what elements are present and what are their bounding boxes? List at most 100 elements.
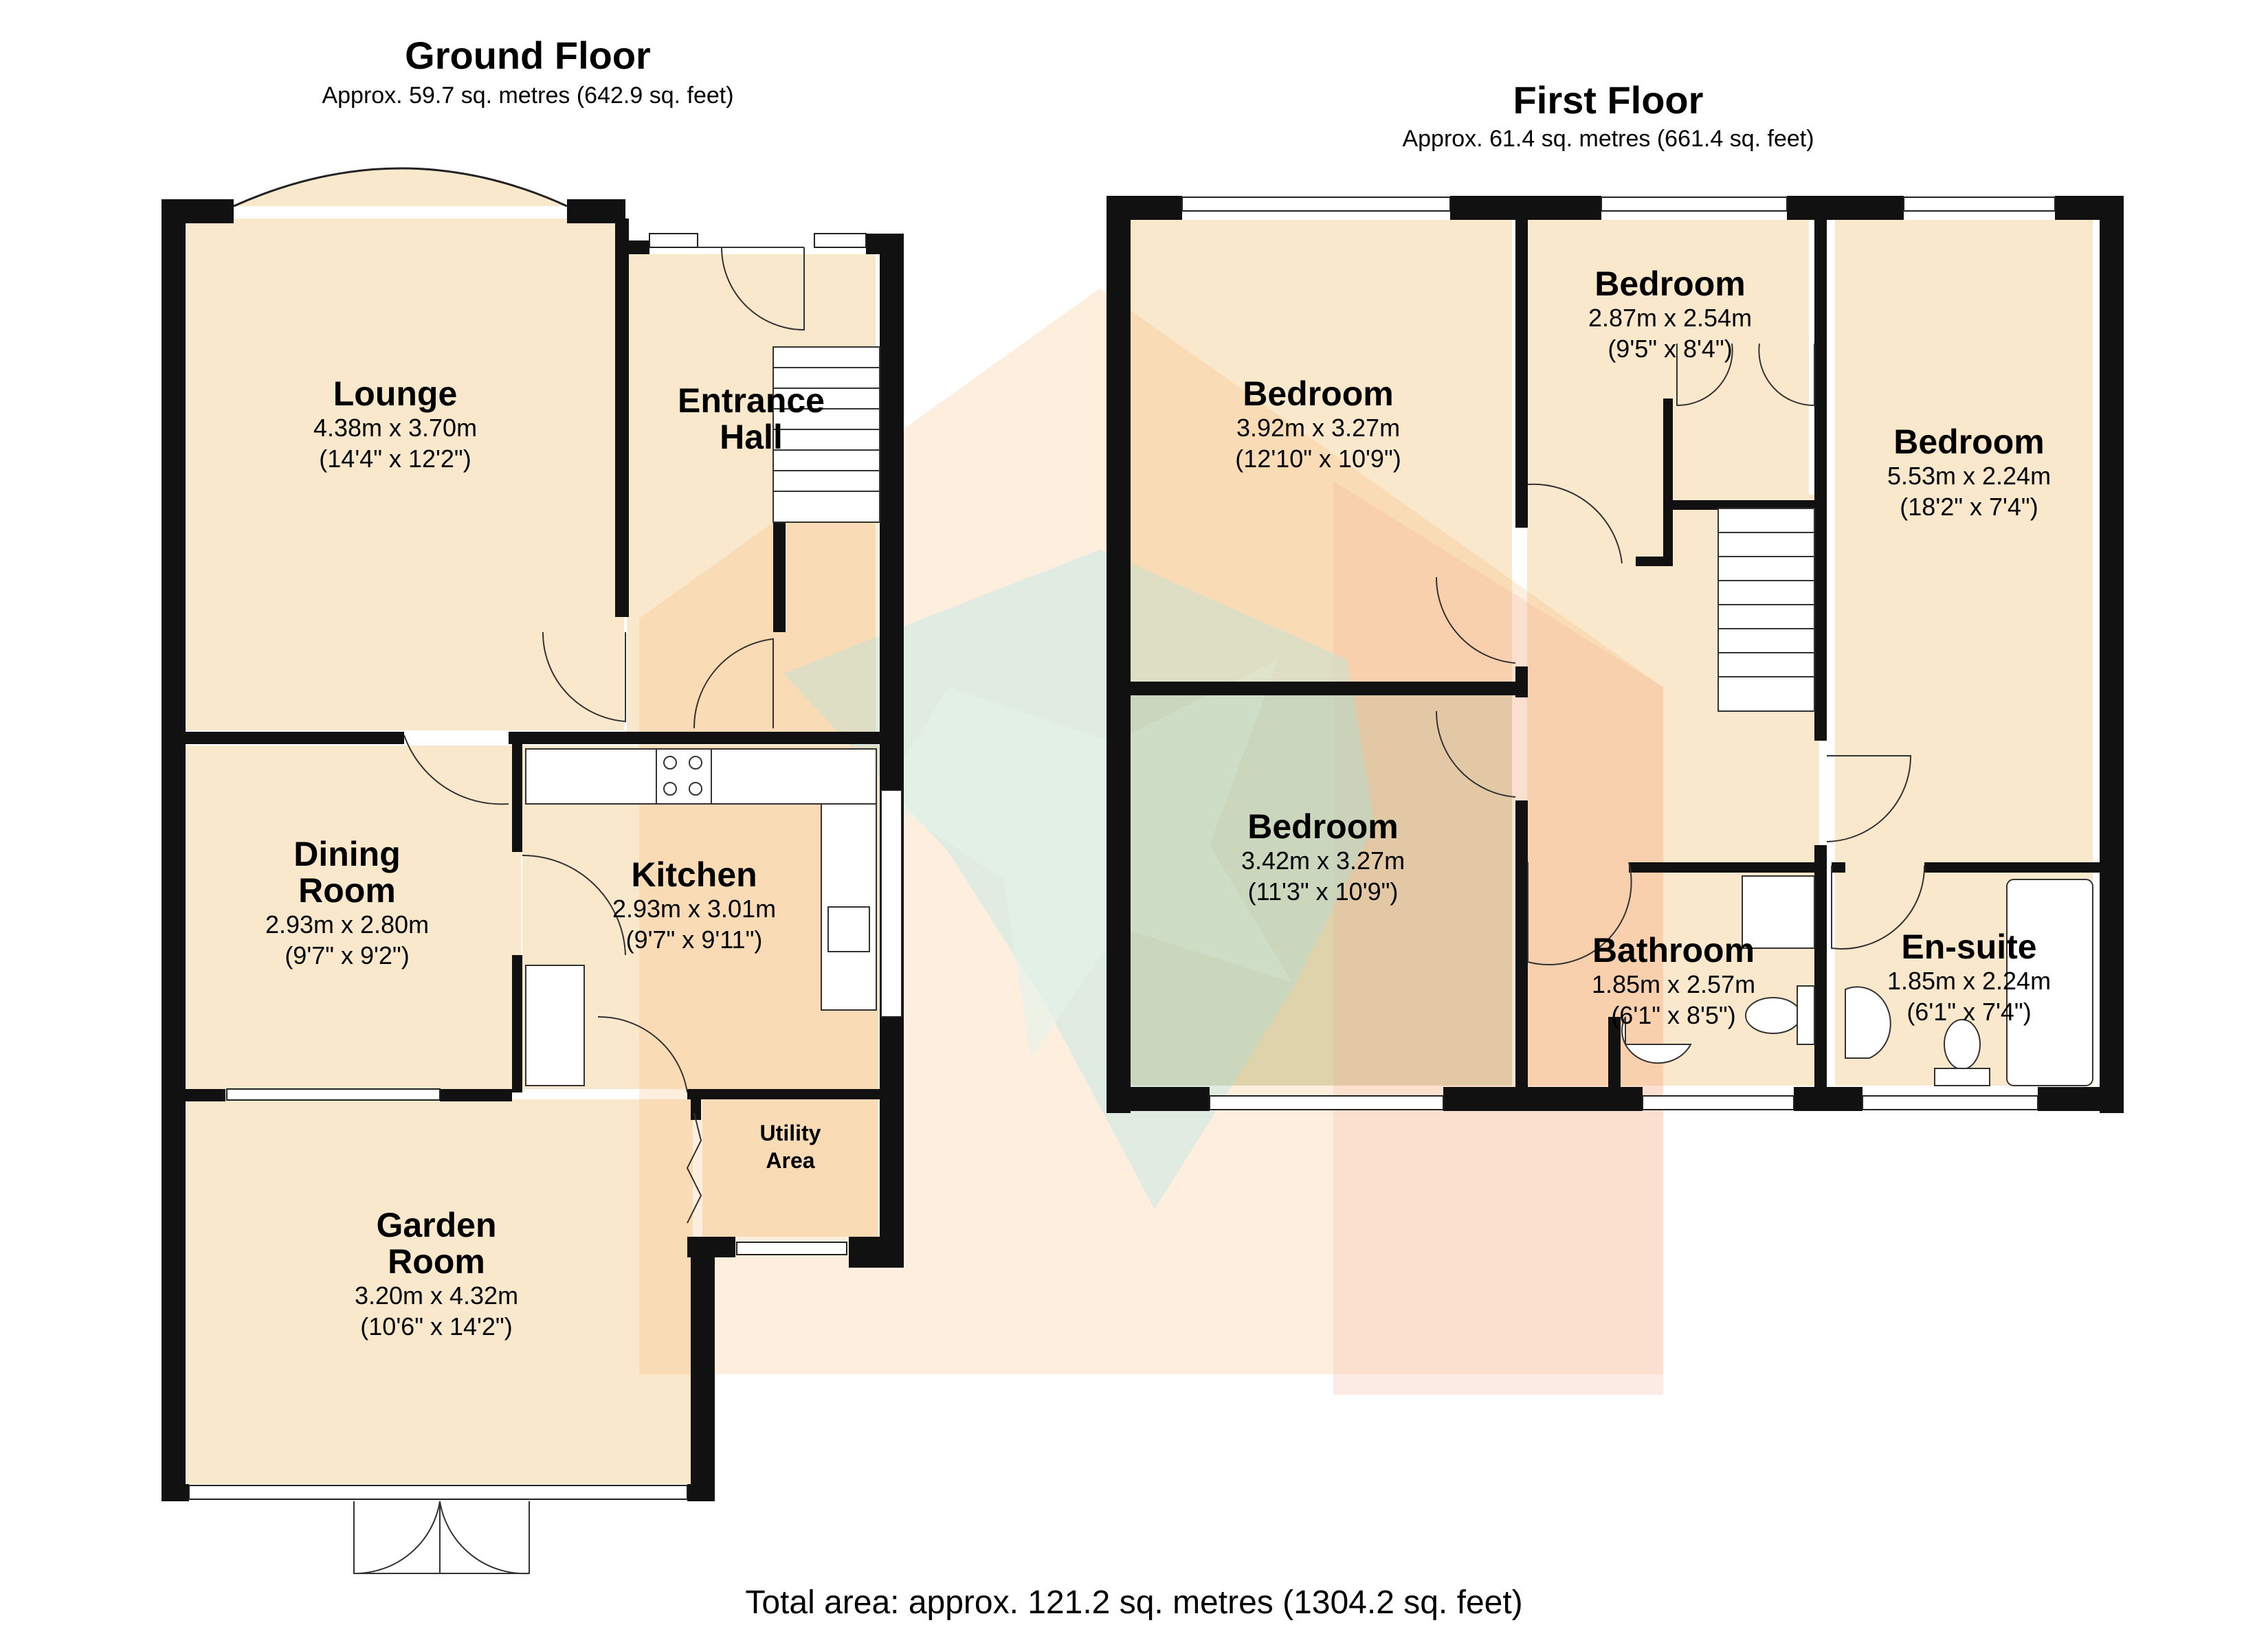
bathroom-size-ft: (6'1" x 8'5"): [1611, 1001, 1735, 1029]
wall: [162, 199, 186, 1501]
bedroom-rear-left-fill: [1127, 694, 1512, 1086]
wall: [440, 1089, 512, 1101]
lounge-size-ft: (14'4" x 12'2"): [319, 445, 471, 473]
ensuite-size-ft: (6'1" x 7'4"): [1906, 998, 2031, 1026]
door: [597, 1016, 688, 1093]
wall: [880, 234, 904, 1268]
ground-floor-doors: [353, 247, 880, 1575]
wall: [1814, 218, 1827, 741]
wall: [625, 240, 649, 254]
bedroom-rear-left-size-m: 3.42m x 3.27m: [1241, 846, 1405, 875]
wall: [1127, 682, 1519, 695]
window: [1209, 1095, 1444, 1110]
first-floor-title: First Floor: [1513, 78, 1704, 122]
entrance-hall-name-2: Hall: [720, 418, 783, 456]
door: [403, 734, 509, 805]
dining-size-m: 2.93m x 2.80m: [265, 910, 429, 939]
wall: [1450, 196, 1601, 220]
ground-stairs: [772, 346, 880, 523]
wall: [162, 1484, 189, 1501]
ensuite-name: En-suite: [1901, 928, 2036, 966]
ensuite-size-m: 1.85m x 2.24m: [1887, 967, 2051, 995]
watermark-teal-shape: [783, 550, 1375, 1209]
entrance-hall-name-1: Entrance: [678, 381, 825, 420]
wall: [2038, 1087, 2124, 1111]
window: [1642, 1095, 1794, 1110]
wall: [162, 199, 234, 223]
bedroom-right-name: Bedroom: [1893, 423, 2044, 461]
garden-room-fill: [184, 1099, 693, 1484]
lounge-fill: [184, 218, 624, 730]
wall: [509, 732, 880, 744]
hob-ring: [689, 756, 702, 770]
door: [1527, 483, 1623, 564]
shower-tray-icon: [1742, 875, 1815, 949]
dining-size-ft: (9'7" x 9'2"): [285, 941, 409, 969]
wardrobe-doors: [1676, 343, 1815, 407]
bedroom-rear-left-name: Bedroom: [1247, 807, 1398, 846]
kitchen-name: Kitchen: [631, 855, 757, 894]
total-area: Total area: approx. 121.2 sq. metres (13…: [745, 1584, 1522, 1621]
wall: [691, 1092, 701, 1120]
first-floor-doors: [1435, 343, 2093, 1086]
wall: [1794, 1087, 1863, 1111]
bedroom-front-left-size-ft: (12'10" x 10'9"): [1235, 445, 1401, 473]
toilet-icon: [1745, 997, 1801, 1034]
bedroom-small-size-m: 2.87m x 2.54m: [1588, 304, 1752, 332]
basin-icon: [1621, 1016, 1692, 1064]
window: [1862, 1095, 2038, 1110]
wall: [184, 1089, 225, 1101]
door: [1826, 755, 1912, 842]
lounge-size-m: 4.38m x 3.70m: [313, 414, 477, 442]
folding-door: [686, 1112, 702, 1224]
door: [522, 855, 626, 956]
wall: [691, 1237, 715, 1501]
kitchen-size-ft: (9'7" x 9'11"): [626, 926, 763, 954]
wall: [184, 732, 404, 744]
wall: [512, 955, 522, 1092]
bedroom-front-left-size-m: 3.92m x 3.27m: [1236, 414, 1400, 442]
french-doors: [353, 1501, 530, 1575]
bath-icon: [2006, 879, 2093, 1086]
bedroom-small-size-ft: (9'5" x 8'4"): [1608, 335, 1732, 363]
wall: [687, 1089, 880, 1099]
bedroom-small-name: Bedroom: [1594, 265, 1745, 303]
toilet-cistern: [1934, 1068, 1990, 1086]
wall: [1663, 500, 1818, 510]
first-floor-area: Approx. 61.4 sq. metres (661.4 sq. feet): [1402, 126, 1814, 152]
wall: [1629, 862, 1818, 873]
hob-ring: [689, 782, 702, 796]
first-stairs: [1717, 508, 1815, 712]
wall: [615, 218, 629, 617]
bathroom-name: Bathroom: [1592, 931, 1755, 969]
ground-floor-walls: [162, 199, 904, 1501]
toilet-icon: [1944, 1019, 1981, 1070]
dining-fill: [184, 745, 521, 1089]
window: [226, 1088, 441, 1101]
window: [880, 789, 902, 1018]
wall: [1515, 800, 1528, 1103]
dining-name-2: Room: [298, 871, 396, 910]
bedroom-front-left-name: Bedroom: [1243, 374, 1393, 413]
bedroom-rear-left-size-ft: (11'3" x 10'9"): [1248, 877, 1399, 906]
garden-room-size-m: 3.20m x 4.32m: [355, 1281, 518, 1310]
toilet-cistern: [1797, 985, 1815, 1045]
wall: [1107, 196, 1131, 1113]
hob-ring: [663, 782, 677, 796]
door: [542, 631, 626, 723]
wall: [1608, 1017, 1621, 1092]
wall: [1107, 196, 1182, 220]
window: [188, 1485, 688, 1500]
wall: [1832, 862, 1845, 873]
wall: [1787, 196, 1904, 220]
tall-unit: [525, 965, 585, 1086]
wall: [1515, 218, 1528, 528]
window: [1601, 197, 1788, 212]
ground-floor-title: Ground Floor: [405, 34, 651, 77]
window: [1903, 197, 2056, 212]
window: [736, 1242, 847, 1255]
wall: [512, 735, 522, 852]
window: [1181, 197, 1451, 212]
first-floor-windows: [1181, 197, 2056, 1110]
